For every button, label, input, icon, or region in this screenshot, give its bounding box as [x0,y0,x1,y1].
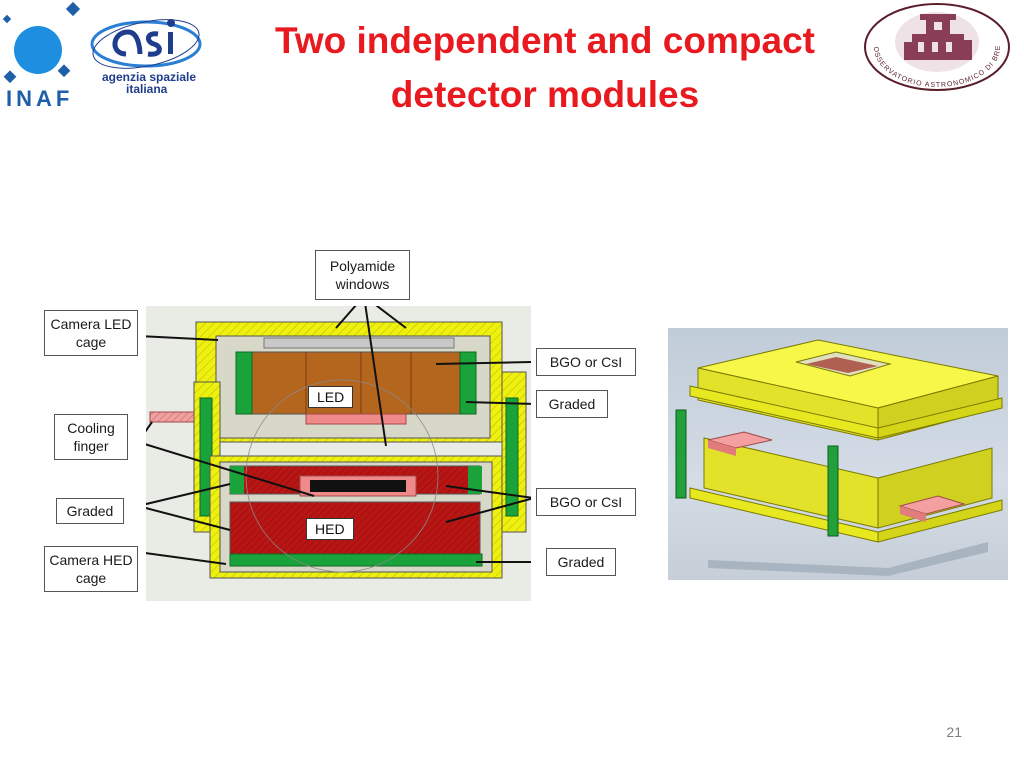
callout-polyamide-windows: Polyamide windows [315,250,410,300]
asi-logo-mark [90,19,202,69]
callout-bgo-csi-bottom: BGO or CsI [536,488,636,516]
callout-graded-top: Graded [536,390,608,418]
callout-graded-left: Graded [56,498,124,524]
inaf-logo-mark [2,1,81,84]
inaf-logo [0,0,90,110]
detector-cross-section-drawing [146,306,531,579]
label-led: LED [308,386,354,408]
asi-logo-text-line2: italiana [126,82,168,96]
detector-3d-render-drawing [675,339,1003,576]
callout-bgo-csi-top: BGO or CsI [536,348,636,376]
callout-graded-bottom: Graded [546,548,616,576]
callout-cooling-finger: Cooling finger [54,414,128,460]
asi-logo-text-line1: agenzia spaziale [102,70,197,84]
inaf-logo-text: INAF [6,86,74,111]
page-number: 21 [946,724,962,740]
callout-camera-hed-cage: Camera HED cage [44,546,138,592]
brera-observatory-seal: OSSERVATORIO ASTRONOMICO DI BRERA [859,0,1012,92]
asi-logo [88,10,218,100]
callout-camera-led-cage: Camera LED cage [44,310,138,356]
slide-title: Two independent and compact detector mod… [275,20,815,115]
label-hed: HED [306,518,354,540]
